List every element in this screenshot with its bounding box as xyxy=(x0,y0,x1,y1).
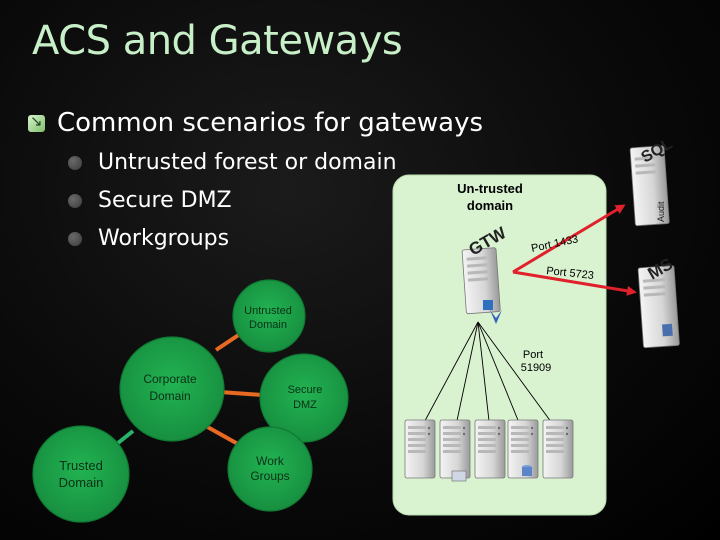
untrusted-label-2: Domain xyxy=(249,319,287,331)
sub-bullet-text: Secure DMZ xyxy=(98,188,232,213)
workgroups-circle xyxy=(227,426,313,512)
server-icon xyxy=(474,419,506,479)
bullet-dot-icon xyxy=(68,155,82,170)
trusted-label-1: Trusted xyxy=(59,458,103,473)
untrusted-domain-circle xyxy=(232,279,306,353)
bullet-dot-icon xyxy=(68,231,82,246)
slide-title: ACS and Gateways xyxy=(32,18,403,64)
gateway-badge-icons xyxy=(483,300,502,324)
bullet-dot-icon xyxy=(68,193,82,208)
sub-bullet-text: Untrusted forest or domain xyxy=(98,150,397,175)
sub-bullet-3: Workgroups xyxy=(68,226,229,251)
console-icon xyxy=(661,323,673,337)
port-5723-label: Port 5723 xyxy=(546,265,595,282)
port-5723-arrow xyxy=(512,270,637,296)
corporate-label-2: Domain xyxy=(149,389,190,403)
sub-bullet-2: Secure DMZ xyxy=(68,188,232,213)
app-icon xyxy=(483,300,493,310)
port-51909-label-1: Port xyxy=(523,349,543,361)
trusted-domain-circle xyxy=(32,425,130,523)
port-1433-arrow xyxy=(512,204,626,274)
agent-servers xyxy=(404,419,574,482)
arrow-bullet-icon xyxy=(28,112,45,132)
sql-audit-server xyxy=(629,145,670,227)
server-icon xyxy=(404,419,436,479)
server-icon xyxy=(542,419,574,479)
gateway-x-icon xyxy=(490,310,502,324)
work-label-2: Groups xyxy=(250,469,289,483)
main-bullet: Common scenarios for gateways xyxy=(28,108,483,138)
gateway-server xyxy=(461,247,501,315)
untrusted-box-label-2: domain xyxy=(467,198,513,213)
secure-label-1: Secure xyxy=(288,384,323,396)
untrusted-box-label-1: Un-trusted xyxy=(457,181,523,196)
work-label-1: Work xyxy=(256,454,285,468)
server-icon xyxy=(439,419,471,479)
secure-label-2: DMZ xyxy=(293,399,317,411)
gateway-agent-links xyxy=(419,321,558,431)
trusted-label-2: Domain xyxy=(59,475,104,490)
secure-dmz-circle xyxy=(259,353,349,443)
keyboard-icon xyxy=(451,470,467,482)
sub-bullet-text: Workgroups xyxy=(98,226,230,251)
management-server xyxy=(637,265,680,349)
sub-bullet-1: Untrusted forest or domain xyxy=(68,150,397,175)
trusted-link xyxy=(116,429,135,445)
untrusted-label-1: Untrusted xyxy=(244,305,292,317)
corporate-domain-circle xyxy=(119,336,225,442)
main-bullet-text: Common scenarios for gateways xyxy=(57,108,484,138)
port-51909-label-2: 51909 xyxy=(521,362,552,374)
database-icon xyxy=(522,467,532,476)
audit-label: Audit xyxy=(656,201,666,222)
corporate-label-1: Corporate xyxy=(143,372,197,386)
